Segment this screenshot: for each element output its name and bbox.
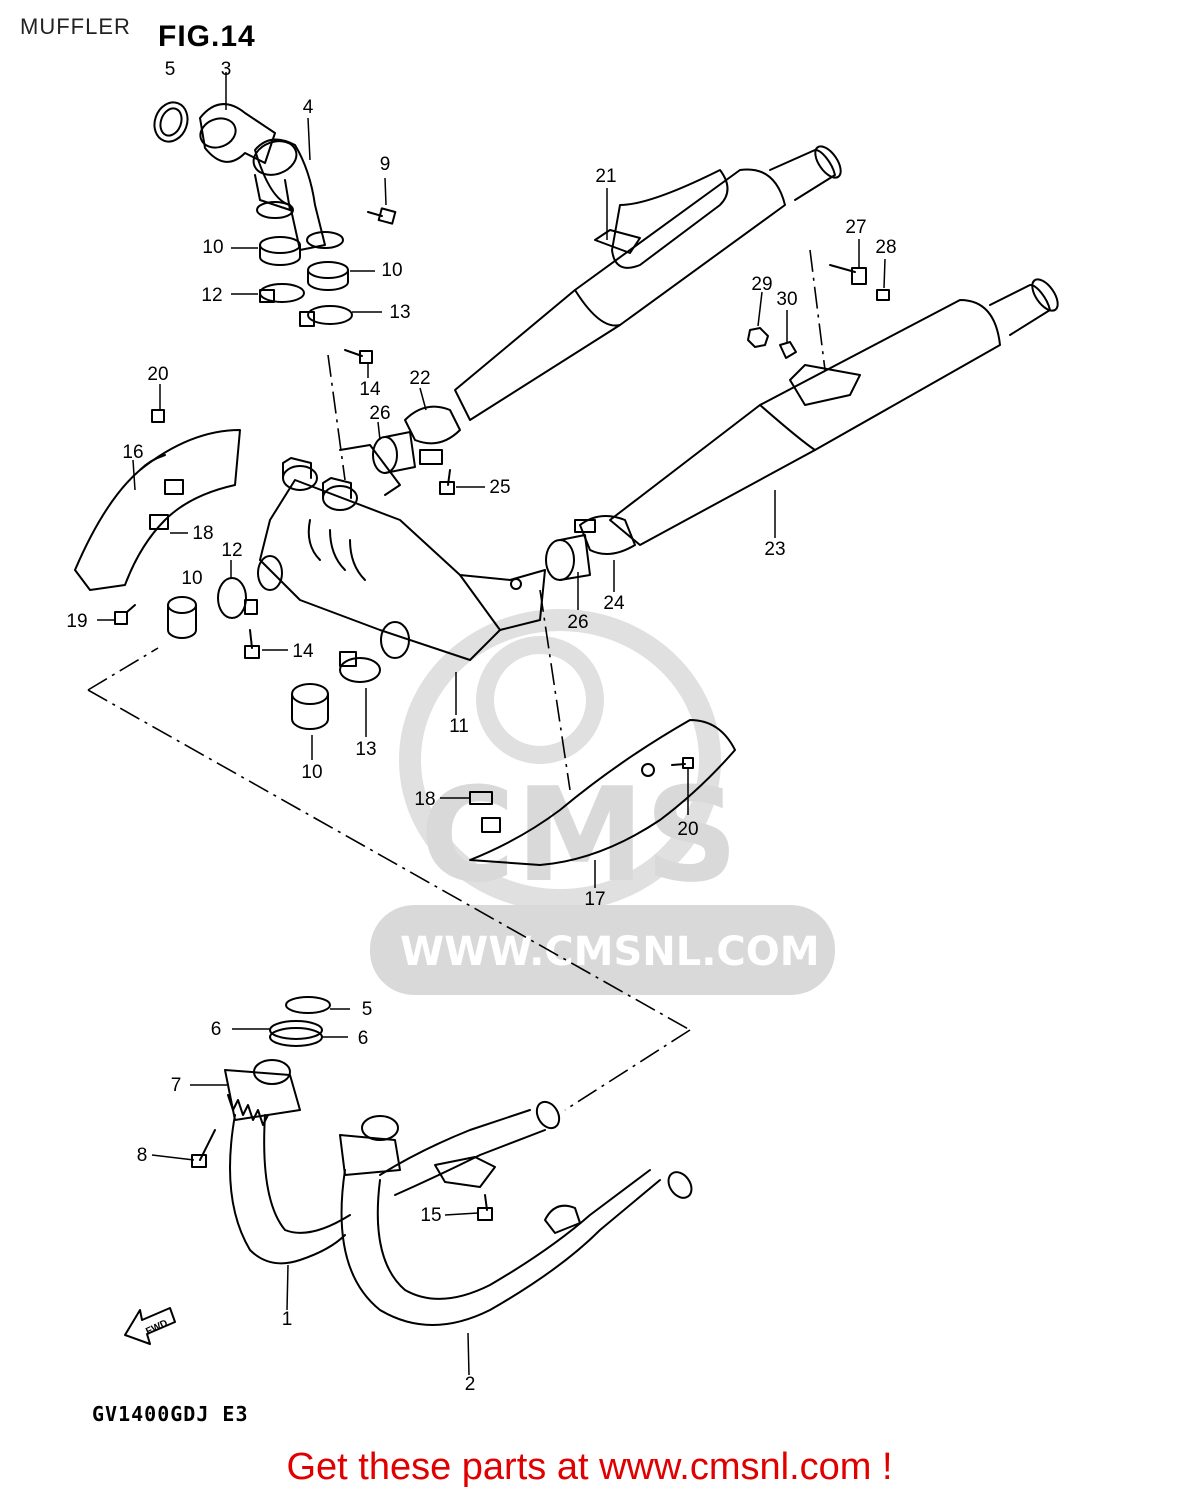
part-label-16: 16	[122, 442, 143, 463]
bolt-14-lower	[244, 629, 260, 659]
part-label-13: 13	[355, 739, 376, 760]
bolt-8	[191, 1129, 216, 1168]
part-label-28: 28	[875, 237, 896, 258]
cap-28	[876, 289, 890, 301]
part-label-5: 5	[165, 59, 176, 80]
bolt-20-left	[151, 409, 165, 423]
part-label-5: 5	[362, 999, 373, 1020]
bolt-27	[829, 264, 867, 285]
elbow-pipe-4	[252, 138, 344, 251]
assembly-lines	[87, 249, 826, 1111]
sleeve-26-upper	[372, 431, 416, 474]
part-label-4: 4	[303, 97, 314, 118]
part-label-14: 14	[292, 641, 314, 662]
part-label-27: 27	[845, 217, 866, 238]
watermark-url: WWW.CMSNL.COM	[400, 929, 820, 975]
part-label-10: 10	[301, 762, 322, 783]
nut-29	[747, 327, 769, 348]
part-label-18: 18	[192, 523, 213, 544]
part-label-12: 12	[221, 540, 242, 561]
gasket-5-bottom	[285, 996, 331, 1014]
bolt-14-top	[344, 349, 373, 364]
part-label-15: 15	[420, 1205, 441, 1226]
muffler-21	[454, 145, 842, 421]
part-label-13: 13	[389, 302, 410, 323]
part-label-21: 21	[595, 166, 616, 187]
exhaust-pipe-2	[339, 1100, 693, 1326]
bolt-25	[439, 469, 455, 495]
sleeve-10-a	[259, 236, 301, 266]
clamp-22	[404, 405, 461, 465]
part-label-6: 6	[211, 1019, 222, 1040]
section-title: MUFFLER	[20, 14, 131, 39]
part-label-24: 24	[603, 593, 625, 614]
part-label-25: 25	[489, 477, 510, 498]
sleeve-10-bottom	[291, 683, 329, 730]
part-label-30: 30	[776, 289, 797, 310]
elbow-pipe-3	[199, 103, 294, 219]
sleeve-26-lower	[545, 534, 591, 581]
heat-shield-17	[469, 719, 736, 866]
part-label-9: 9	[380, 154, 391, 175]
part-label-2: 2	[465, 1374, 476, 1395]
bolt-19	[114, 604, 136, 625]
part-label-12: 12	[201, 285, 222, 306]
sleeve-10-b	[307, 261, 349, 291]
part-label-3: 3	[221, 59, 232, 80]
part-label-6: 6	[358, 1028, 369, 1049]
part-label-11: 11	[449, 716, 469, 737]
part-label-20: 20	[147, 364, 168, 385]
figure-title: FIG.14	[158, 20, 256, 53]
model-code: GV1400GDJ E3	[92, 1402, 249, 1426]
clamp-12-lower	[217, 577, 258, 619]
part-label-20: 20	[677, 819, 698, 840]
sleeve-10-left	[167, 596, 197, 639]
watermark-brand: CMS	[420, 759, 738, 911]
heat-shield-16	[74, 429, 241, 591]
part-label-14: 14	[359, 379, 381, 400]
exhaust-pipe-1	[224, 1059, 351, 1265]
part-label-10: 10	[181, 568, 202, 589]
muffler-23	[609, 278, 1059, 546]
part-label-23: 23	[764, 539, 785, 560]
clamp-13-lower	[339, 651, 381, 683]
washer-30	[779, 341, 797, 359]
part-label-8: 8	[137, 1145, 148, 1166]
part-label-29: 29	[751, 274, 772, 295]
part-label-10: 10	[202, 237, 223, 258]
cms-watermark: CMS WWW.CMSNL.COM	[370, 609, 835, 995]
part-label-18: 18	[414, 789, 435, 810]
part-label-1: 1	[282, 1309, 293, 1330]
part-label-22: 22	[409, 368, 430, 389]
fwd-arrow-icon	[124, 1307, 176, 1345]
part-label-26: 26	[369, 403, 390, 424]
fwd-arrow-label: FWD	[144, 1318, 169, 1338]
part-label-17: 17	[584, 889, 605, 910]
clamp-12-top	[259, 283, 305, 303]
gasket-6	[269, 1020, 323, 1047]
bolt-15	[477, 1194, 493, 1221]
part-label-19: 19	[66, 611, 87, 632]
part-label-10: 10	[381, 260, 402, 281]
clamp-13-top	[299, 305, 353, 327]
part-label-7: 7	[171, 1075, 182, 1096]
bolt-9	[367, 207, 397, 225]
part-label-26: 26	[567, 612, 588, 633]
cms-banner-link[interactable]: Get these parts at www.cmsnl.com !	[286, 1446, 893, 1488]
gasket-5-top	[153, 101, 189, 143]
clamp-24	[574, 515, 636, 555]
leader-lines	[97, 72, 886, 1376]
collector-11	[257, 444, 546, 661]
